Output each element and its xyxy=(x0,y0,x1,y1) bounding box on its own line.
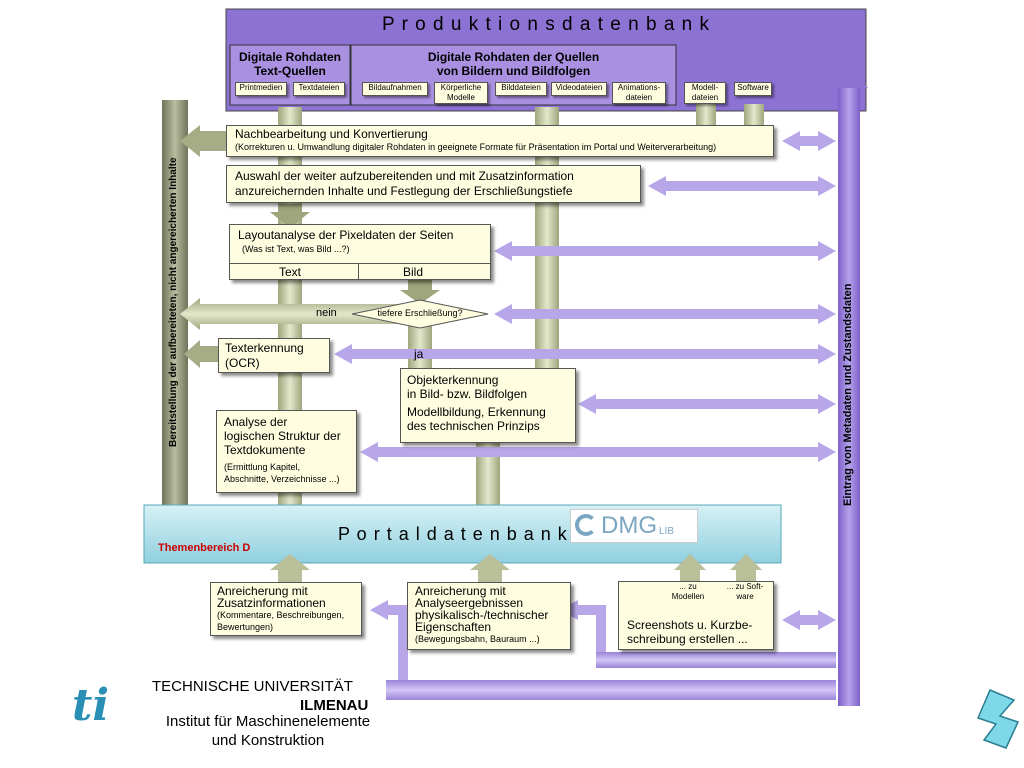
dmglib-swirl-icon xyxy=(575,514,597,536)
eintrag-arrowhead xyxy=(830,70,868,88)
source-modelldateien[interactable]: Modell-dateien xyxy=(684,82,726,104)
source-printmedien[interactable]: Printmedien xyxy=(235,82,287,96)
themenbereich-label: Themenbereich D xyxy=(158,542,251,554)
analyse-struktur-box[interactable]: Analyse der logischen Struktur der Textd… xyxy=(216,410,357,493)
layout-text-label: Text xyxy=(278,265,301,279)
source-bildaufnahmen[interactable]: Bildaufnahmen xyxy=(362,82,428,96)
layout-bild-label: Bild xyxy=(402,265,423,279)
decision-label: tiefere Erschließung? xyxy=(377,308,463,318)
bereitstellung-label: Bereitstellung der aufbereiteten, nicht … xyxy=(168,157,179,447)
zu-software-label: ... zu Soft-ware xyxy=(719,582,771,602)
nachbearbeitung-left-arrow xyxy=(180,125,226,157)
footer-city: ILMENAU xyxy=(300,697,369,714)
source-textdateien[interactable]: Textdateien xyxy=(293,82,345,96)
ja-label: ja xyxy=(414,347,424,361)
footer-university: TECHNISCHE UNIVERSITÄT xyxy=(152,678,353,695)
source-bilddateien[interactable]: Bilddateien xyxy=(495,82,547,96)
decision-diamond xyxy=(351,299,489,329)
nein-left-arrow xyxy=(180,298,440,330)
source-software[interactable]: Software xyxy=(734,82,772,96)
anreicherung-zusatz-box[interactable]: Anreicherung mit Zusatzinformationen (Ko… xyxy=(210,582,362,636)
ocr-box[interactable]: Texterkennung(OCR) xyxy=(218,338,330,373)
portaldatenbank-title: P o r t a l d a t e n b a n k xyxy=(338,524,568,544)
layoutanalyse-box[interactable]: Layoutanalyse der Pixeldaten der Seiten … xyxy=(229,224,491,280)
ja-flow xyxy=(408,322,432,368)
objekterkennung-box[interactable]: Objekterkennung in Bild- bzw. Bildfolgen… xyxy=(400,368,576,443)
auswahl-box[interactable]: Auswahl der weiter aufzubereitenden und … xyxy=(226,165,641,203)
nachbearbeitung-box[interactable]: Nachbearbeitung und Konvertierung (Korre… xyxy=(226,125,774,157)
nein-label: nein xyxy=(316,307,337,319)
corner-logo-icon xyxy=(976,689,1020,749)
source-animationsdateien[interactable]: Animations-dateien xyxy=(612,82,666,104)
eintrag-bar xyxy=(838,86,860,706)
source-videodateien[interactable]: Videodateien xyxy=(551,82,607,96)
tu-ilmenau-logo-icon: ti xyxy=(72,680,110,731)
metadata-arrows xyxy=(334,131,836,630)
dmglib-logo: DMG LIB xyxy=(570,509,698,543)
produktionsdatenbank-title: P r o d u k t i o n s d a t e n b a n k xyxy=(381,14,711,35)
auswahl-down-arrow xyxy=(270,204,310,228)
bild-down-arrow xyxy=(400,280,440,304)
anreicherung-analyse-box[interactable]: Anreicherung mit Analyseergebnissen phys… xyxy=(407,582,571,650)
ocr-left-arrow xyxy=(184,340,218,368)
bereitstellung-bar xyxy=(162,100,188,510)
eintrag-label: Eintrag von Metadaten und Zustandsdaten xyxy=(842,283,854,507)
